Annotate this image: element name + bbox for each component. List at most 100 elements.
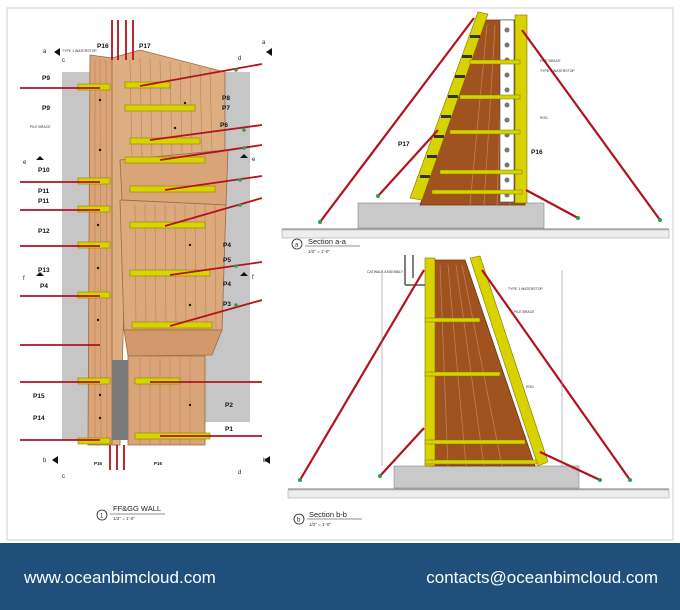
section-b-note-catwalk: CATWALK ASSEMBLY [367,270,404,274]
section-a-waterstop-strip [499,19,515,203]
panel-label-p15: P15 [33,393,45,400]
section-mark-a-left: a [43,49,47,55]
section-b-braces [299,269,631,481]
form-gap-column [112,360,128,440]
panel-label-p3: P3 [223,301,231,308]
panel-label-p9-a: P9 [42,75,50,82]
section-a-right-form [514,14,528,204]
section-mark-c-bottom: c [62,474,65,480]
section-mark-b-left: b [43,458,47,464]
contact-email-link[interactable]: contacts@oceanbimcloud.com [426,568,658,587]
panel-label-p8: P8 [222,95,230,102]
section-b-left-form [424,257,436,467]
panel-label-p17-top: P17 [139,43,151,50]
section-b-note-waterstop: TYPE 1 WATERSTOP [508,287,543,291]
form-panel-lower [127,355,206,446]
panel-label-p16-bottom-a: P16 [94,461,103,466]
section-a-ledger-ticks [420,35,480,178]
section-a-title-circle [291,238,303,250]
elevation-notes: TYPE 1 WATERSTOP PILE BRACE [30,49,97,129]
section-b-title: Section b-b [309,510,347,519]
panel-label-p7: P7 [222,105,230,112]
section-a-scale: 1/2" = 1'-0" [308,249,330,254]
section-b-title-circle [293,513,305,525]
elevation-title: FF&GG WALL [113,504,161,513]
section-a-note-waterstop: TYPE 1 WATERSTOP [540,69,575,73]
section-b-note-pile-brace: PILE BRACE [514,310,535,314]
section-b-scale: 1/2" = 1'-0" [309,522,331,527]
section-b-catwalk [404,255,425,286]
section-mark-e-left: e [23,160,27,166]
drawing-sheet: a a b b c c d d e e f f [6,7,674,541]
section-a-view: P17 P16 PILE BRACE TYPE 1 WATERSTOP ROD … [281,11,670,254]
footer-bar: www.oceanbimcloud.com contacts@oceanbimc… [0,543,680,610]
section-b-dimension-lines [381,270,563,466]
elevation-title-circle [96,509,108,521]
section-mark-b-right: b [263,458,267,464]
section-a-braces [319,17,661,223]
panel-label-p9-b: P9 [42,105,50,112]
panel-label-p16-bottom-b: P16 [154,461,163,466]
section-a-label-p17: P17 [398,141,410,148]
sheet-border [6,7,674,541]
section-b-right-form [469,255,549,467]
section-arrows [36,48,272,464]
section-mark-a-right: a [262,40,266,46]
section-a-brace-ends [318,194,662,224]
section-a-note-rod: ROD [540,116,548,120]
website-link[interactable]: www.oceanbimcloud.com [24,568,216,587]
panel-label-p1: P1 [225,426,233,433]
section-a-label-p16: P16 [531,149,543,156]
elevation-pile-braces [20,20,263,470]
elevation-rod-dots [96,98,192,420]
section-mark-d-bottom: d [238,470,241,476]
section-a-footing [357,202,545,229]
panel-label-p4-b: P4 [223,281,231,288]
panel-label-p2: P2 [225,402,233,409]
section-b-rods [439,264,503,467]
section-mark-f-left: f [23,276,25,282]
section-a-title: Section a-a [308,237,347,246]
section-b-walers [424,317,538,465]
section-mark-f-right: f [252,275,254,281]
section-mark-e-right: e [252,157,256,163]
section-b-notes: CATWALK ASSEMBLY TYPE 1 WATERSTOP PILE B… [367,270,543,389]
section-b-footing [393,465,580,489]
panel-label-p16-top: P16 [97,43,109,50]
section-b-ground-strip [287,489,670,499]
elevation-bottom-labels: P16 P16 [94,461,163,466]
note-pile-brace: PILE BRACE [30,125,51,129]
section-mark-c-top: c [62,58,65,64]
panel-label-p13: P13 [38,267,50,274]
section-a-mark: a [295,243,299,249]
panel-label-p11-b: P11 [38,198,50,205]
section-a-note-pile-brace: PILE BRACE [540,59,561,63]
panel-label-p4-left: P4 [40,283,48,290]
section-mark-d-top: d [238,56,241,62]
section-b-note-rod: ROD [526,385,534,389]
note-waterstop: TYPE 1 WATERSTOP [62,49,97,53]
panel-label-p4-a: P4 [223,242,231,249]
panel-label-p6: P6 [220,122,228,129]
section-b-view: CATWALK ASSEMBLY TYPE 1 WATERSTOP PILE B… [287,255,670,527]
section-b-mark: b [297,518,301,524]
section-a-left-form [409,11,489,201]
elevation-brace-ends [234,68,246,307]
panel-label-p5: P5 [223,257,231,264]
panel-label-p11-a: P11 [38,188,50,195]
elevation-scale: 1/2" = 1'-0" [113,516,135,521]
section-a-labels: P17 P16 [398,141,543,156]
section-a-notes: PILE BRACE TYPE 1 WATERSTOP ROD [540,59,575,120]
elevation-section-marks: a a b b c c d d e e f f [23,40,267,480]
panel-label-p14: P14 [33,415,45,422]
elevation-panel-labels: P16 P17 P9 P9 P8 P7 P6 P10 P11 P11 P12 P… [33,43,233,433]
elevation-view: a a b b c c d d e e f f [20,20,272,521]
form-panel-taper [123,329,223,357]
panel-label-p10: P10 [38,167,50,174]
section-a-walers [431,59,523,195]
section-a-ground-strip [281,229,670,239]
elevation-number: 1 [100,514,104,520]
section-b-brace-ends [298,474,632,482]
drawing-canvas: a a b b c c d d e e f f [6,7,674,541]
